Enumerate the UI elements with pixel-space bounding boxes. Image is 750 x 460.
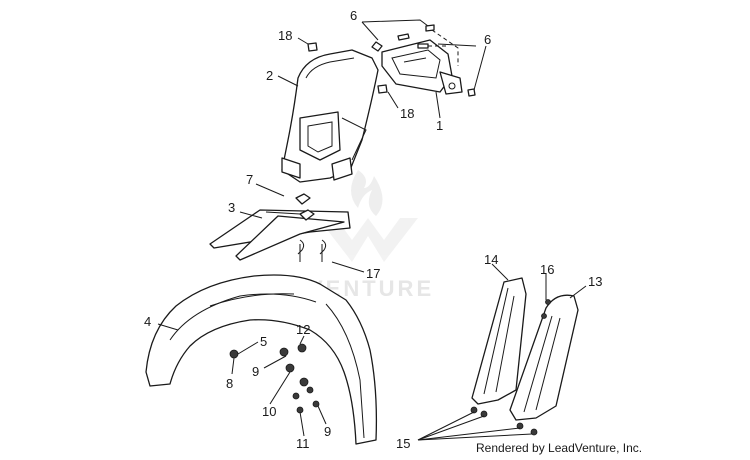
callout-2: 2: [266, 68, 273, 83]
credit-text: Rendered by LeadVenture, Inc.: [476, 441, 643, 455]
callout-3: 3: [228, 200, 235, 215]
part-fork-cover-right: [509, 294, 579, 421]
callout-17: 17: [366, 266, 380, 281]
screws-15: [470, 406, 538, 436]
callout-18-right: 18: [400, 106, 414, 121]
callout-12: 12: [296, 322, 310, 337]
callout-4: 4: [144, 314, 151, 329]
callout-10: 10: [262, 404, 276, 419]
callout-7: 7: [246, 172, 253, 187]
part-front-fender: [145, 274, 378, 445]
callout-labels: 6 6 18 18 2 1 7 3 17 4 5 8 9 12 10 11 9 …: [144, 8, 602, 451]
callout-6-top: 6: [350, 8, 357, 23]
callout-6-right: 6: [484, 32, 491, 47]
part-clips: [297, 239, 327, 262]
part-headlight-mask: [281, 49, 379, 183]
callout-9-left: 9: [252, 364, 259, 379]
callout-5: 5: [260, 334, 267, 349]
leader-lines: [157, 19, 587, 441]
fender-screws: [229, 343, 320, 414]
callout-15: 15: [396, 436, 410, 451]
callout-8: 8: [226, 376, 233, 391]
callout-16: 16: [540, 262, 554, 277]
callout-18-left: 18: [278, 28, 292, 43]
part-bracket: [381, 39, 463, 95]
part-fork-cover-left: [471, 277, 527, 405]
part-fork-guards: [209, 193, 351, 261]
callout-9-right: 9: [324, 424, 331, 439]
callout-11: 11: [296, 436, 310, 451]
fasteners-top: [307, 24, 476, 97]
callout-13: 13: [588, 274, 602, 289]
callout-14: 14: [484, 252, 498, 267]
callout-1: 1: [436, 118, 443, 133]
